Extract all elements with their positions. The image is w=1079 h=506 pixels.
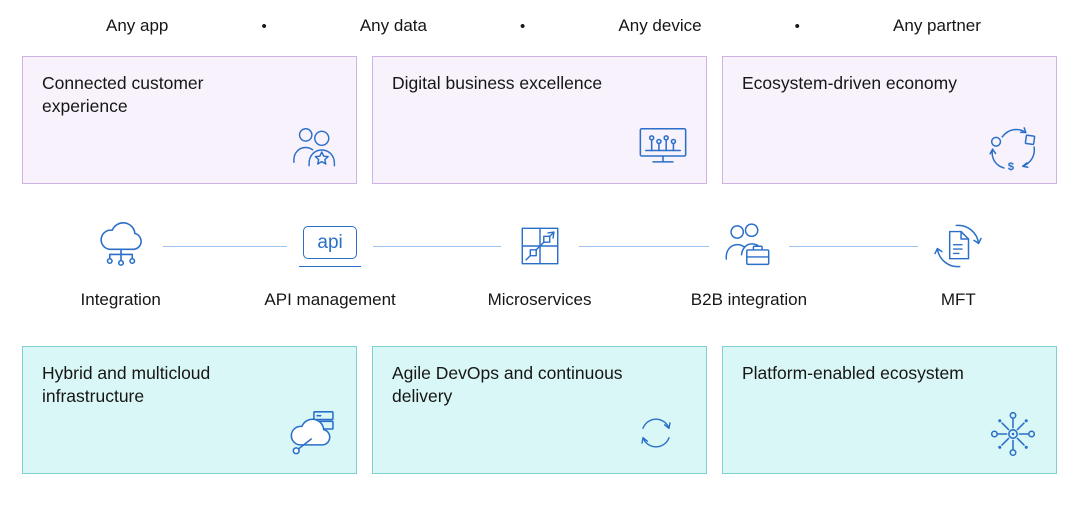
svg-text:$: $ [1008,161,1015,173]
people-star-icon [288,121,342,175]
middle-item-label: API management [264,290,396,309]
header-item-any-app: Any app [106,16,169,35]
middle-item-label: MFT [940,290,976,309]
microservices-grid-icon [500,210,579,282]
card-connected-customer-experience: Connected customer experience [22,56,357,184]
card-title: Connected customer experience [42,73,204,117]
bullet-separator: • [520,17,526,35]
api-chip-text: api [303,225,357,259]
card-hybrid-multicloud-infrastructure: Hybrid and multicloud infrastructure [22,346,357,474]
api-chip-icon: api [287,210,374,282]
devops-loop-icon [630,407,682,459]
card-agile-devops-continuous-delivery: Agile DevOps and continuous delivery [372,346,707,474]
header-item-any-partner: Any partner [893,16,981,35]
cloud-circuit-icon [78,210,163,282]
top-cards-band: Connected customer experience Digital bu… [22,56,1057,184]
middle-item-label: Integration [80,290,161,309]
monitor-chart-icon [634,117,692,175]
middle-item-microservices: Microservices [435,210,644,322]
header-row: Any app • Any data • Any device • Any pa… [0,0,1079,36]
bullet-separator: • [794,17,800,35]
header-item-any-device: Any device [618,16,702,35]
card-ecosystem-driven-economy: Ecosystem-driven economy $ [722,56,1057,184]
card-title: Platform-enabled ecosystem [742,363,964,383]
middle-item-mft: MFT [854,210,1063,322]
card-platform-enabled-ecosystem: Platform-enabled ecosystem [722,346,1057,474]
api-chip-underline [299,265,362,267]
bullet-separator: • [261,17,267,35]
hybrid-cloud-icon [284,405,342,463]
middle-flow-row: Integration api API management [16,210,1063,322]
middle-item-label: Microservices [487,290,592,309]
card-title: Agile DevOps and continuous delivery [392,363,623,407]
ecosystem-network-icon [984,405,1042,463]
bottom-cards-band: Hybrid and multicloud infrastructure Agi… [22,346,1057,474]
header-item-any-data: Any data [359,16,427,35]
circular-economy-icon: $ [986,119,1042,175]
middle-item-b2b-integration: B2B integration [644,210,853,322]
card-title: Digital business excellence [392,73,603,93]
card-title: Hybrid and multicloud infrastructure [42,363,211,407]
card-title: Ecosystem-driven economy [742,73,957,93]
middle-item-label: B2B integration [690,290,808,309]
middle-item-integration: Integration [16,210,225,322]
document-sync-icon [918,210,999,282]
card-digital-business-excellence: Digital business excellence [372,56,707,184]
people-briefcase-icon [708,210,789,282]
middle-item-api-management: api API management [225,210,434,322]
